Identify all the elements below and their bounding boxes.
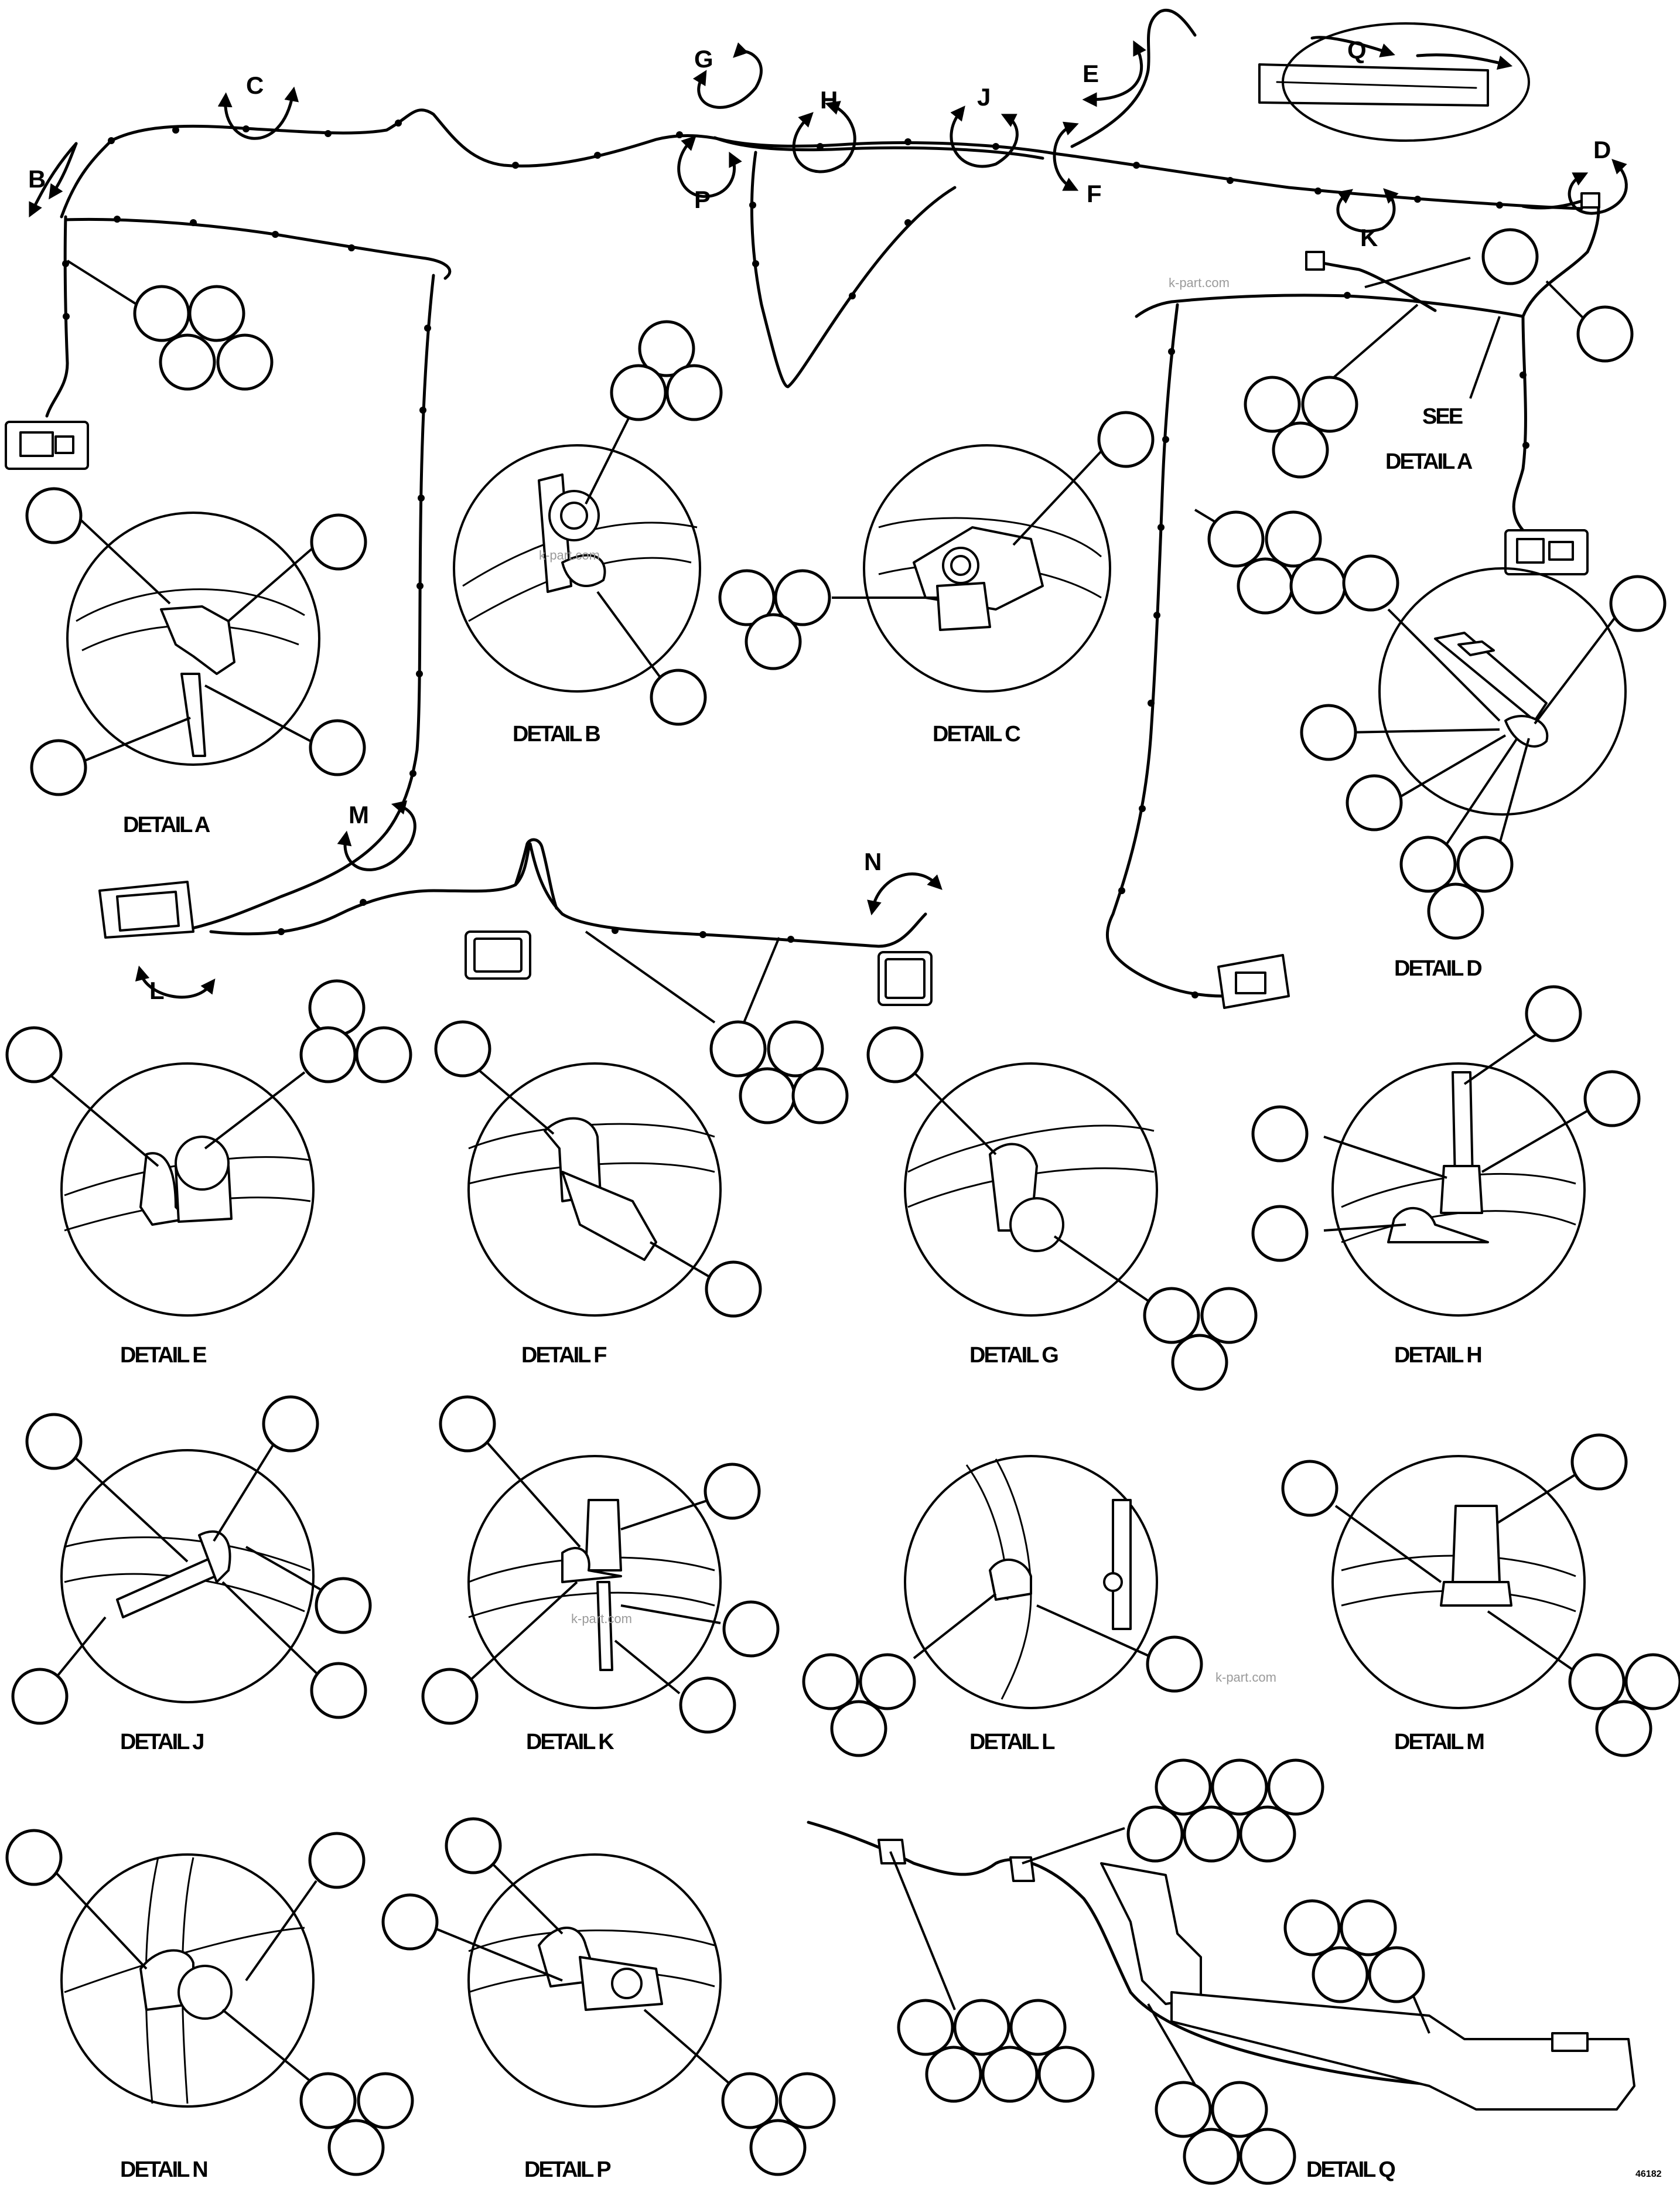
detail-caption: DETAIL G (969, 1343, 1058, 1368)
harness-clip-marks (62, 120, 1529, 998)
watermark-text: k-part.com (1169, 275, 1230, 290)
detail-g: DETAIL G (866, 1026, 1258, 1391)
display-module-right (877, 951, 933, 1006)
view-letter: B (28, 165, 46, 193)
detail-caption: DETAIL N (120, 2157, 207, 2182)
main-harness-assembly (5, 8, 1600, 1009)
detail-d: DETAIL D (1300, 554, 1667, 981)
view-letter: D (1593, 136, 1611, 163)
detail-caption: DETAIL D (1394, 956, 1481, 981)
detail-caption: DETAIL E (120, 1343, 206, 1368)
figure-number: 46182 (1635, 2169, 1662, 2179)
curved-view-arrow-icon (29, 142, 78, 218)
detail-caption: DETAIL K (526, 1730, 614, 1754)
detail-b: DETAIL B (453, 320, 723, 746)
detail-j: DETAIL J (11, 1395, 372, 1754)
detail-a: DETAIL A (25, 487, 367, 837)
view-letter: G (694, 45, 713, 73)
view-letter: C (246, 71, 264, 99)
detail-q-view-ellipse (1282, 22, 1530, 142)
detail-h: DETAIL H (1251, 985, 1641, 1368)
detail-caption: DETAIL L (969, 1730, 1055, 1754)
detail-caption: DETAIL Q (1306, 2157, 1395, 2182)
view-letter: M (349, 801, 369, 829)
detail-q: DETAIL Q (807, 1758, 1635, 2185)
harness-loop-center (750, 151, 957, 388)
detail-p: DETAIL P (381, 1817, 836, 2182)
view-letter: K (1360, 224, 1378, 251)
harness-run-left-vertical (45, 215, 69, 418)
view-letter: L (149, 977, 165, 1004)
detail-e: DETAIL E (5, 979, 412, 1368)
detail-l: DETAIL L k-part.com (802, 1455, 1276, 1757)
see-label: SEE (1422, 404, 1463, 429)
connector-bracket-lower-right (1217, 954, 1290, 1009)
view-letter: E (1083, 60, 1099, 87)
watermark-text: k-part.com (571, 1611, 632, 1626)
view-letter-labels: B C G H J E Q D P F K M L N SEE DETAIL A (28, 36, 1611, 1004)
harness-run-center-vertical (174, 274, 435, 933)
harness-run-lower (209, 842, 927, 948)
watermark-text: k-part.com (539, 548, 600, 563)
connector-bracket-left (5, 421, 89, 470)
harness-run-top-left (60, 108, 1583, 219)
harness-run-right-vertical (1105, 303, 1226, 998)
connector-bracket-lower-left (98, 881, 194, 939)
detail-caption: DETAIL F (521, 1343, 606, 1368)
detail-caption: DETAIL C (933, 722, 1020, 746)
view-letter: J (977, 83, 991, 111)
harness-branch-top-right (1070, 8, 1197, 148)
blank-callout-balloon-icon (133, 285, 190, 342)
detail-c: DETAIL C (718, 411, 1155, 746)
watermark-text: k-part.com (1215, 1670, 1276, 1685)
detail-caption: DETAIL P (524, 2157, 611, 2182)
view-letter: P (694, 186, 711, 213)
detail-caption: DETAIL A (123, 813, 210, 837)
detail-k: DETAIL K k-part.com (421, 1395, 780, 1754)
detail-m: DETAIL M (1281, 1433, 1680, 1757)
detail-caption: DETAIL B (513, 722, 600, 746)
connector-plug-icon (1305, 192, 1600, 271)
detail-caption: DETAIL J (120, 1730, 203, 1754)
view-arrow-group (29, 36, 1628, 999)
display-module-center (465, 930, 531, 980)
connector-bracket-right (1504, 529, 1589, 575)
view-letter: H (820, 86, 838, 114)
detail-f: DETAIL F (434, 1020, 762, 1368)
view-letter: F (1087, 180, 1102, 207)
detail-caption: DETAIL M (1394, 1730, 1484, 1754)
see-detail-a-label: DETAIL A (1385, 449, 1473, 474)
view-letter: Q (1347, 36, 1367, 64)
main-view-callouts (66, 228, 1634, 1124)
detail-n: DETAIL N (5, 1829, 414, 2182)
detail-caption: DETAIL H (1394, 1343, 1481, 1368)
view-letter: N (864, 848, 882, 875)
